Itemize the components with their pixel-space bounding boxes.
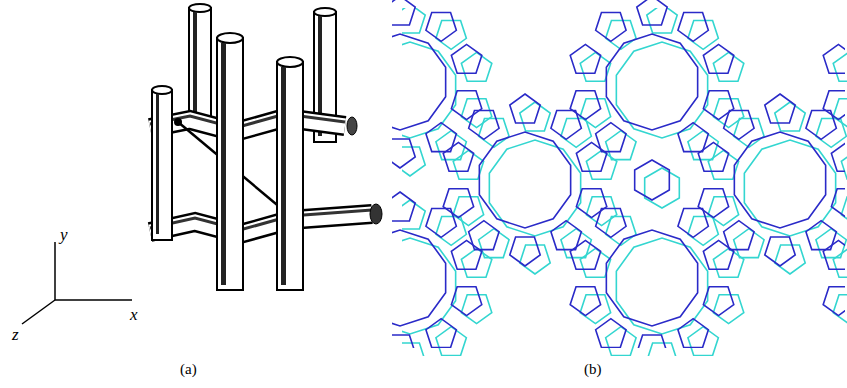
framework-ring — [570, 44, 600, 73]
framework-ring — [713, 52, 743, 81]
axis-label: z — [12, 326, 19, 343]
framework-ring — [551, 221, 581, 250]
framework-ring — [561, 229, 591, 258]
framework-upper-layer — [392, 0, 845, 348]
framework-ring — [833, 295, 847, 324]
zigzag-channel — [150, 114, 382, 234]
framework-ring — [426, 123, 456, 152]
framework-ring — [479, 132, 570, 228]
framework-ring — [724, 221, 754, 250]
framework-ring — [576, 189, 606, 218]
framework-ring — [461, 248, 491, 277]
framework-ring — [688, 131, 718, 160]
framework-ring — [520, 102, 550, 131]
framework-ring — [392, 139, 415, 168]
framework-ring — [426, 12, 456, 41]
framework-ring — [841, 197, 847, 226]
framework-ring — [606, 327, 636, 356]
framework-ring — [443, 189, 473, 218]
framework-ring — [688, 327, 718, 356]
panel-label: (a) — [180, 362, 197, 377]
framework-ring — [823, 287, 845, 316]
framework-ring — [703, 91, 733, 120]
framework-ring — [678, 123, 708, 152]
framework-ring — [775, 102, 805, 131]
framework-ring — [596, 12, 626, 41]
panel-label: (b) — [584, 362, 602, 377]
axis-label: y — [60, 226, 68, 243]
framework-ring — [392, 0, 415, 25]
framework-ring — [551, 110, 581, 139]
framework-ring — [734, 132, 825, 228]
framework-ring — [678, 208, 708, 237]
framework-ring — [606, 230, 697, 326]
framework-ring — [402, 42, 456, 138]
framework-ring — [510, 94, 540, 123]
framework-ring — [703, 44, 733, 73]
framework-ring — [765, 94, 795, 123]
framework-ring — [586, 150, 616, 179]
framework-ring — [637, 335, 667, 348]
framework-ring — [402, 343, 425, 356]
framework-ring — [841, 150, 847, 179]
framework-ring — [392, 230, 446, 326]
framework-ring — [596, 208, 626, 237]
framework-ring — [443, 142, 473, 171]
framework-ring — [831, 189, 845, 218]
framework-ring — [734, 229, 764, 258]
framework-ring — [647, 8, 677, 33]
framework-ring — [713, 248, 743, 277]
framework-ring — [596, 123, 626, 152]
framework-ring — [645, 168, 680, 208]
framework-ring — [823, 91, 845, 120]
framework-ring — [576, 142, 606, 171]
framework-lower-layer — [402, 8, 847, 356]
framework-ring — [436, 327, 466, 356]
framework-ring — [570, 287, 600, 316]
framework-ring — [461, 52, 491, 81]
framework-ring — [596, 319, 626, 348]
framework-ring — [831, 142, 845, 171]
framework-ring — [510, 237, 540, 266]
axis-label: x — [130, 306, 138, 323]
framework-ring — [606, 34, 697, 130]
framework-ring — [426, 319, 456, 348]
framework-ring — [451, 91, 481, 120]
framework-ring — [402, 200, 425, 229]
framework-ring — [426, 208, 456, 237]
framework-ring — [678, 319, 708, 348]
framework-ring — [402, 238, 456, 334]
framework-ring — [392, 34, 446, 130]
framework-ring — [635, 160, 670, 200]
framework-ring — [637, 0, 667, 25]
framework-ring — [392, 192, 415, 221]
framework-ring — [698, 189, 728, 218]
framework-ring — [765, 237, 795, 266]
framework-ring — [833, 52, 847, 81]
framework-ring — [678, 12, 708, 41]
framework-ring — [606, 131, 636, 160]
framework-ring — [703, 287, 733, 316]
framework-ring — [703, 240, 733, 269]
framework-ring — [698, 142, 728, 171]
framework-ring — [451, 44, 481, 73]
framework-ring — [570, 240, 600, 269]
framework-ring — [724, 110, 754, 139]
framework-ring — [392, 335, 415, 348]
framework-ring — [451, 287, 481, 316]
axes — [22, 242, 132, 324]
framework-ring — [823, 240, 845, 269]
framework-ring — [570, 91, 600, 120]
straight-channel — [152, 33, 303, 290]
framework-ring — [823, 44, 845, 73]
framework-ring — [647, 343, 677, 356]
framework-ring — [451, 240, 481, 269]
framework-ring — [833, 248, 847, 277]
